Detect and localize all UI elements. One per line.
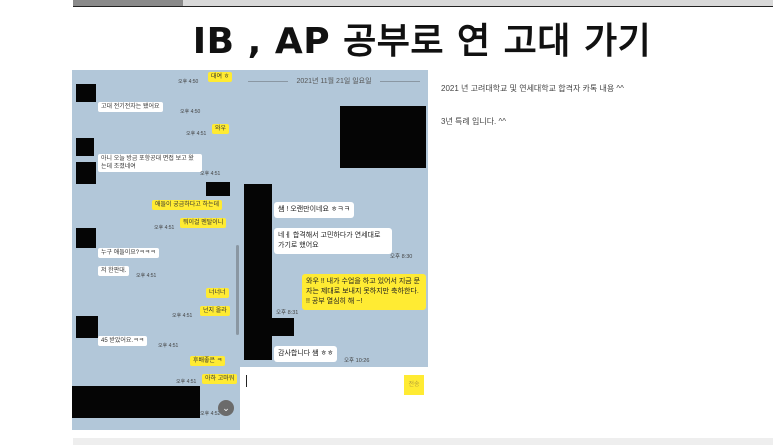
redacted-avatar <box>244 184 272 360</box>
chat-time: 오후 4:51 <box>154 225 175 231</box>
chat-bubble: 넌지 올라 <box>200 306 230 316</box>
chat-time: 오후 4:51 <box>136 273 157 279</box>
caption-results: 2021 년 고려대학교 및 연세대학교 합격자 카톡 내용 ^^ <box>441 84 624 93</box>
chat-bubble: 와우 <box>212 124 230 134</box>
caption-note: 3년 특례 입니다. ^^ <box>441 117 507 126</box>
chat-time: 오후 4:51 <box>186 131 207 137</box>
chat-time: 오후 4:51 <box>200 171 221 177</box>
message-input[interactable]: 전송 <box>240 367 428 430</box>
redacted-avatar <box>76 228 96 248</box>
chat-bubble: 누구 애들이요?ㅋㅋㅋ <box>98 248 159 258</box>
redacted-avatar <box>76 316 98 338</box>
chat-bubble: 후배좋은 ㅋ <box>190 356 226 366</box>
chat-time: 오후 4:50 <box>178 79 199 85</box>
chat-bubble: 감사합니다 쌤 ㅎㅎ <box>274 346 338 362</box>
bottom-divider <box>73 438 773 445</box>
chat-bubble: 네ㅔ 합격해서 고민하다가 연세대로 가기로 했어요 <box>274 228 392 254</box>
chat-bubble: 저 한판대. <box>98 266 130 276</box>
left-chat-screenshot: 대여 ㅎ 오후 4:50 고대 전기전자는 됐어요 오후 4:50 와우 오후 … <box>72 70 240 430</box>
chat-bubble: 고대 전기전자는 됐어요 <box>98 102 163 112</box>
scrollbar[interactable] <box>236 245 239 335</box>
text-caret <box>246 375 247 387</box>
chat-bubble: 애들이 궁금하다고 하는데 <box>152 200 223 210</box>
chat-bubble: 45 받았어요.ㅋㅋ <box>98 336 148 346</box>
chat-time: 오후 4:51 <box>158 343 179 349</box>
send-button[interactable]: 전송 <box>404 375 424 395</box>
redacted-avatar <box>76 138 94 156</box>
chat-time: 오후 4:52 <box>200 411 221 417</box>
chat-bubble: 아하 고마워 <box>202 374 238 384</box>
top-divider-accent <box>73 0 183 6</box>
chat-time: 오후 8:31 <box>276 310 299 316</box>
redacted-block <box>72 386 200 418</box>
redacted-avatar <box>76 84 96 102</box>
redacted-block <box>272 318 294 336</box>
date-divider: 2021년 11월 21일 일요일 <box>248 76 420 86</box>
redacted-block <box>76 162 96 184</box>
chat-time: 오후 4:51 <box>172 313 193 319</box>
chat-bubble: 너너너 <box>206 288 229 298</box>
right-chat-screenshot: 2021년 11월 21일 일요일 쌤 ! 오랜만이네요 ㅎㅋㅋ 네ㅔ 합격해서… <box>240 70 428 430</box>
chat-bubble: 와우 !! 내가 수업을 하고 있어서 지금 문자는 제대로 보내지 못하지만 … <box>302 274 426 310</box>
page-title: IB , AP 공부로 연 고대 가기 <box>192 21 652 62</box>
chat-bubble: 아니 오늘 방금 포항공대 면접 보고 왔는데 조졌네여 <box>98 154 202 172</box>
chat-time: 오후 10:26 <box>344 358 370 364</box>
chevron-down-icon[interactable]: ⌄ <box>218 400 234 416</box>
chat-time: 오후 4:50 <box>180 109 201 115</box>
chat-bubble: 쌤 ! 오랜만이네요 ㅎㅋㅋ <box>274 202 355 218</box>
chat-time: 오후 4:51 <box>176 379 197 385</box>
chat-bubble: 대여 ㅎ <box>208 72 233 82</box>
top-divider <box>73 0 773 6</box>
chat-time: 오후 8:30 <box>390 254 413 260</box>
chat-bubble: 뭐이걸 멘탈이니 <box>180 218 227 228</box>
redacted-block <box>206 182 230 196</box>
top-rule <box>73 6 773 7</box>
redacted-block <box>340 106 426 168</box>
